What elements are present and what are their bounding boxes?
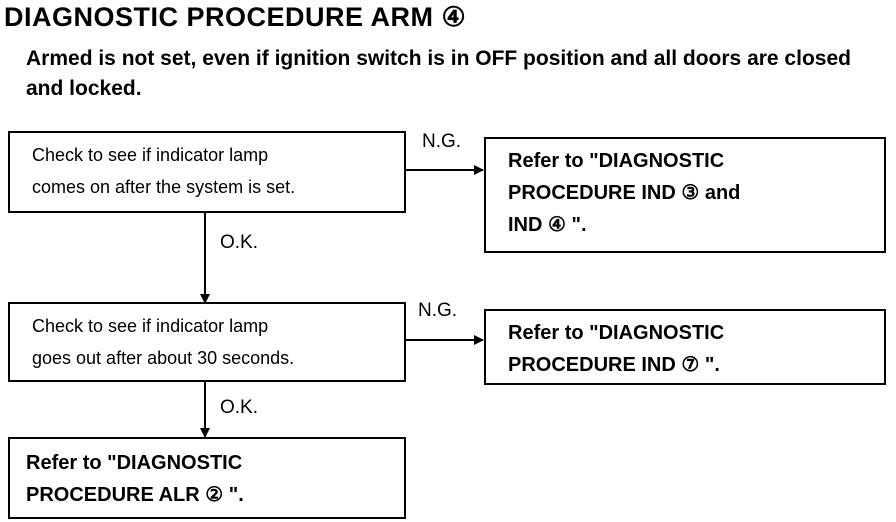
- page-title: DIAGNOSTIC PROCEDURE ARM ④: [4, 2, 467, 32]
- page-subtitle: Armed is not set, even if ignition switc…: [26, 47, 851, 100]
- ng-label-2: N.G.: [418, 300, 458, 321]
- check-text-1: Check to see if indicator lamp comes on …: [32, 145, 296, 197]
- check-box-1: Check to see if indicator lamp comes on …: [8, 131, 406, 213]
- refer-text-2: Refer to "DIAGNOSTIC PROCEDURE IND ⑦ ".: [508, 322, 725, 376]
- ok-label-1: O.K.: [220, 232, 259, 253]
- check-text-2: Check to see if indicator lamp goes out …: [32, 316, 295, 368]
- check-box-2: Check to see if indicator lamp goes out …: [8, 302, 406, 382]
- ok-label-2: O.K.: [220, 397, 259, 418]
- ng-label-1: N.G.: [422, 131, 462, 152]
- refer-text-1: Refer to "DIAGNOSTIC PROCEDURE IND ③ and…: [508, 150, 741, 236]
- final-refer-box: Refer to "DIAGNOSTIC PROCEDURE ALR ② ".: [8, 437, 406, 519]
- final-refer-text: Refer to "DIAGNOSTIC PROCEDURE ALR ② ".: [26, 452, 244, 506]
- refer-box-2: Refer to "DIAGNOSTIC PROCEDURE IND ⑦ ".: [484, 309, 886, 385]
- refer-box-1: Refer to "DIAGNOSTIC PROCEDURE IND ③ and…: [484, 137, 886, 253]
